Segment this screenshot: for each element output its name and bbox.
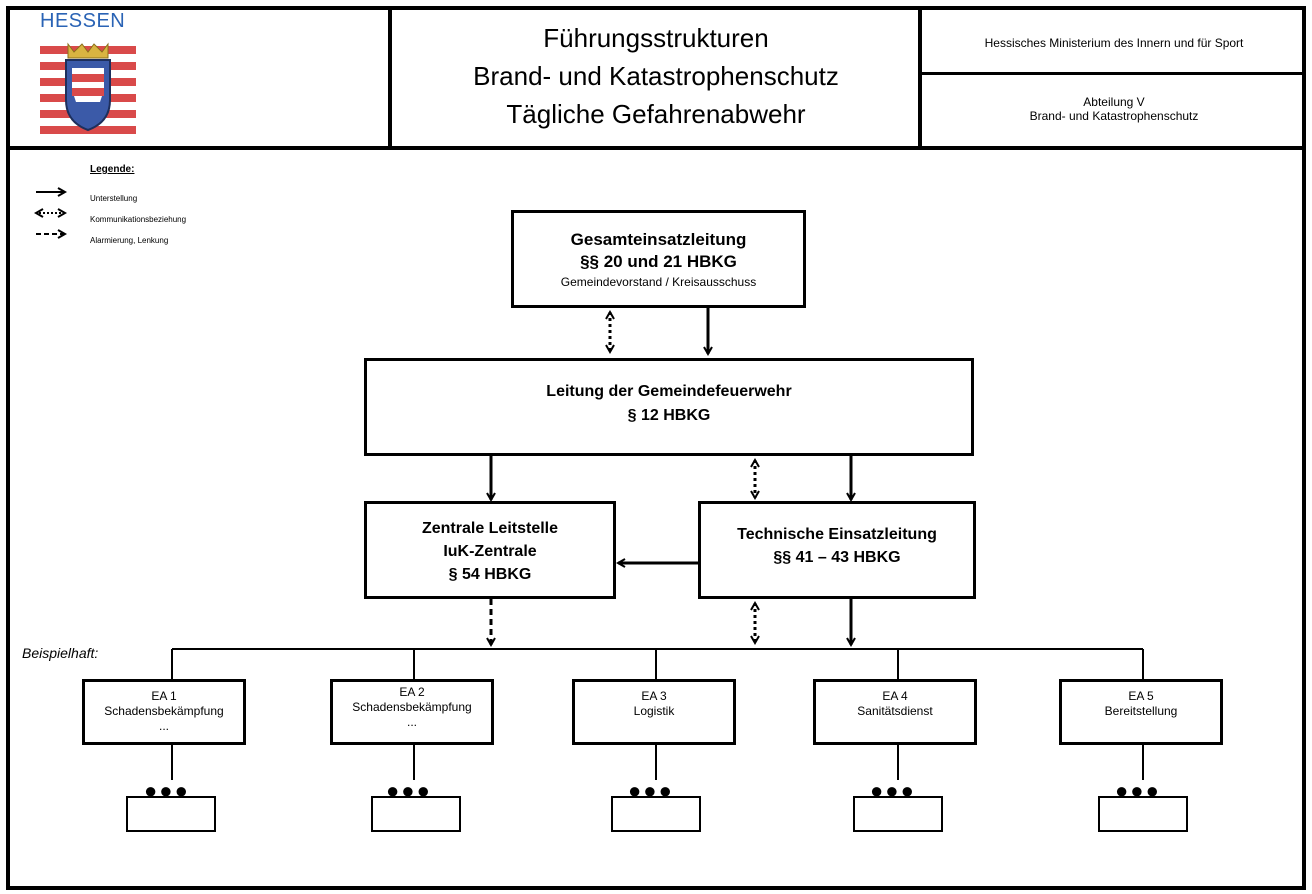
node-gesamteinsatzleitung: Gesamteinsatzleitung §§ 20 und 21 HBKG G… <box>511 210 806 308</box>
section-id: EA 5 <box>1128 689 1154 703</box>
node-technische-einsatzleitung: Technische Einsatzleitung §§ 41 – 43 HBK… <box>698 501 976 599</box>
node-gesamt-body: Gemeindevorstand / Kreisausschuss <box>560 275 757 289</box>
ministry-divider <box>918 72 1306 75</box>
node-gesamt-title: Gesamteinsatzleitung <box>570 230 747 249</box>
subunit-box <box>611 796 701 832</box>
section-label: Logistik <box>633 704 675 718</box>
hessen-logo-text: HESSEN <box>40 10 126 32</box>
section-id: EA 4 <box>882 689 908 703</box>
header-divider-left <box>388 6 392 148</box>
section-box-ea5: EA 5 Bereitstellung <box>1059 679 1223 745</box>
hessen-coat-of-arms-icon <box>40 42 136 134</box>
header-title-line-3: Tägliche Gefahrenabwehr <box>506 99 806 129</box>
legend-title: Legende: <box>90 164 135 175</box>
legend-item-label: Kommunikationsbeziehung <box>90 215 187 224</box>
section-more: ... <box>158 719 169 733</box>
subunit-box <box>1098 796 1188 832</box>
node-zentrale-leitstelle: Zentrale Leitstelle IuK-Zentrale § 54 HB… <box>364 501 616 599</box>
document-frame <box>6 6 1306 890</box>
header-title-line-1: Führungsstrukturen <box>543 23 769 53</box>
node-gesamt-law: §§ 20 und 21 HBKG <box>580 252 737 271</box>
node-technische-law: §§ 41 – 43 HBKG <box>773 549 901 566</box>
department-line-2: Brand- und Katastrophenschutz <box>1029 109 1199 123</box>
example-label: Beispielhaft: <box>22 645 99 661</box>
node-leitung-title: Leitung der Gemeindefeuerwehr <box>546 383 792 400</box>
header-title-line-2: Brand- und Katastrophenschutz <box>473 61 839 91</box>
section-label: Schadensbekämpfung <box>104 704 224 718</box>
node-leitung-gemeindefeuerwehr: Leitung der Gemeindefeuerwehr § 12 HBKG <box>364 358 974 456</box>
section-label: Bereitstellung <box>1104 704 1178 718</box>
node-zentrale-law: § 54 HBKG <box>448 566 532 583</box>
section-label: Sanitätsdienst <box>857 704 933 718</box>
section-id: EA 1 <box>151 689 177 703</box>
ministry-name: Hessisches Ministerium des Innern und fü… <box>984 36 1244 50</box>
legend-symbols <box>34 187 68 239</box>
subunit-box <box>126 796 216 832</box>
section-id: EA 3 <box>641 689 667 703</box>
section-more: ... <box>406 715 417 729</box>
department-line-1: Abteilung V <box>1083 95 1145 109</box>
subunit-box <box>371 796 461 832</box>
legend-item-label: Alarmierung, Lenkung <box>90 236 169 245</box>
subunit-box <box>853 796 943 832</box>
section-box-ea3: EA 3 Logistik <box>572 679 736 745</box>
node-zentrale-subtitle: IuK-Zentrale <box>443 543 537 560</box>
node-leitung-law: § 12 HBKG <box>627 407 711 424</box>
section-id: EA 2 <box>399 685 425 699</box>
header-bottom-divider <box>6 146 1306 150</box>
section-label: Schadensbekämpfung <box>352 700 472 714</box>
legend-item-label: Unterstellung <box>90 194 138 203</box>
section-box-ea4: EA 4 Sanitätsdienst <box>813 679 977 745</box>
node-technische-title: Technische Einsatzleitung <box>737 526 937 543</box>
section-box-ea1: EA 1 Schadensbekämpfung ... <box>82 679 246 745</box>
section-box-ea2: EA 2 Schadensbekämpfung ... <box>330 679 494 745</box>
header-divider-right <box>918 6 922 148</box>
node-zentrale-title: Zentrale Leitstelle <box>421 520 559 537</box>
